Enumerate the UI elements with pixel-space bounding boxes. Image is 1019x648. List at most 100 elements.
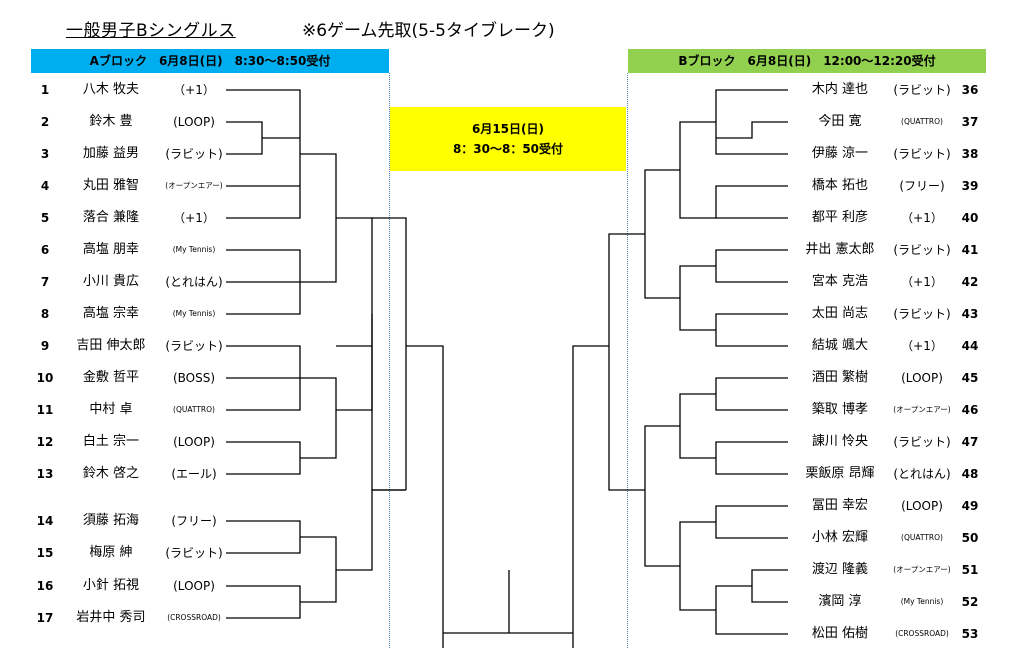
player-name: 酒田 繁樹 [811, 370, 869, 385]
player-club: (My Tennis) [172, 245, 216, 254]
player-name: 小林 宏輝 [811, 530, 869, 545]
player-number: 16 [36, 579, 54, 593]
player-number: 1 [40, 83, 50, 97]
block-a-header: Aブロック 6月8日(日) 8:30～8:50受付 [31, 49, 389, 73]
player-number: 9 [40, 339, 50, 353]
bracket-line-b [572, 345, 609, 648]
player-club: （+1） [173, 211, 215, 225]
player-number: 52 [961, 595, 979, 609]
player-name: 須藤 拓海 [82, 513, 140, 528]
bracket-line-b [679, 521, 716, 611]
player-club: (オープンエアー) [893, 565, 951, 574]
player-number: 43 [961, 307, 979, 321]
player-name: 松田 佑樹 [811, 626, 869, 641]
bracket-line-b [715, 377, 788, 411]
player-number: 3 [40, 147, 50, 161]
player-number: 6 [40, 243, 50, 257]
page-title: 一般男子Bシングルス [66, 21, 236, 41]
player-club: (LOOP) [901, 371, 943, 385]
player-club: (ラビット) [893, 307, 951, 321]
player-club: (QUATTRO) [173, 405, 215, 414]
bracket-line-b [679, 393, 716, 459]
player-club: (オープンエアー) [165, 181, 223, 190]
player-name: 井出 憲太郎 [805, 242, 875, 257]
bracket-line-a [226, 121, 263, 155]
player-name: 岩井中 秀司 [76, 610, 146, 625]
bracket-line-b [715, 505, 788, 539]
player-name: 吉田 伸太郎 [76, 338, 146, 353]
player-name: 加藤 益男 [82, 146, 140, 161]
final-date: 6月15日(日) [471, 122, 545, 136]
bracket-line-a [336, 489, 406, 571]
bracket-line-a [371, 314, 406, 491]
block-b-header: Bブロック 6月8日(日) 12:00～12:20受付 [628, 49, 986, 73]
player-number: 4 [40, 179, 50, 193]
player-number: 17 [36, 611, 54, 625]
player-number: 42 [961, 275, 979, 289]
player-name: 結城 颯大 [811, 338, 869, 353]
player-club: (QUATTRO) [901, 117, 943, 126]
block-a-divider [389, 73, 390, 648]
player-number: 8 [40, 307, 50, 321]
player-club: (My Tennis) [900, 597, 944, 606]
player-club: (LOOP) [173, 115, 215, 129]
bracket-line-b [679, 121, 716, 219]
player-number: 39 [961, 179, 979, 193]
player-number: 53 [961, 627, 979, 641]
player-name: 都平 利彦 [811, 210, 869, 225]
player-name: 冨田 幸宏 [811, 498, 869, 513]
player-number: 41 [961, 243, 979, 257]
player-club: (ラビット) [893, 83, 951, 97]
player-club: (CROSSROAD) [167, 613, 221, 622]
player-number: 36 [961, 83, 979, 97]
player-number: 37 [961, 115, 979, 129]
player-name: 今田 寛 [818, 114, 862, 129]
player-name: 鈴木 啓之 [82, 466, 140, 481]
player-name: 宮本 克浩 [811, 274, 869, 289]
player-club: （+1） [901, 211, 943, 225]
player-number: 49 [961, 499, 979, 513]
bracket-line-b [644, 425, 680, 567]
bracket-line-b [716, 121, 788, 139]
player-number: 44 [961, 339, 979, 353]
player-name: 八木 牧夫 [82, 82, 140, 97]
bracket-line-a [226, 585, 301, 619]
player-number: 48 [961, 467, 979, 481]
player-name: 小針 拓視 [82, 578, 140, 593]
player-name: 小川 貴広 [82, 274, 140, 289]
player-club: (フリー) [899, 179, 945, 193]
bracket-line-a [226, 520, 301, 554]
bracket-line-a [336, 217, 373, 411]
player-number: 45 [961, 371, 979, 385]
player-number: 38 [961, 147, 979, 161]
bracket-line-a [300, 377, 337, 459]
bracket-line-b [644, 169, 680, 299]
player-name: 築取 博孝 [811, 402, 869, 417]
player-number: 10 [36, 371, 54, 385]
player-name: 金敷 哲平 [82, 370, 140, 385]
player-club: (QUATTRO) [901, 533, 943, 542]
player-number: 47 [961, 435, 979, 449]
player-number: 2 [40, 115, 50, 129]
player-name: 橋本 拓也 [811, 178, 869, 193]
player-name: 太田 尚志 [811, 306, 869, 321]
bracket-line-a [406, 345, 444, 648]
bracket-line-b [715, 441, 788, 475]
bracket-line-b [751, 569, 788, 603]
player-name: 落合 兼隆 [82, 210, 140, 225]
bracket-line-b [715, 313, 788, 347]
player-club: (LOOP) [901, 499, 943, 513]
player-number: 13 [36, 467, 54, 481]
bracket-line-b [608, 233, 645, 491]
player-club: (LOOP) [173, 579, 215, 593]
bracket-line-a [226, 441, 301, 475]
player-name: 中村 卓 [89, 402, 133, 417]
player-club: (LOOP) [173, 435, 215, 449]
player-name: 渡辺 隆義 [811, 562, 869, 577]
player-name: 白土 宗一 [82, 434, 140, 449]
bracket-line-b [715, 185, 788, 219]
final-time: 8：30～8：50受付 [452, 142, 564, 156]
player-number: 15 [36, 546, 54, 560]
player-name: 高塩 朋幸 [82, 242, 140, 257]
